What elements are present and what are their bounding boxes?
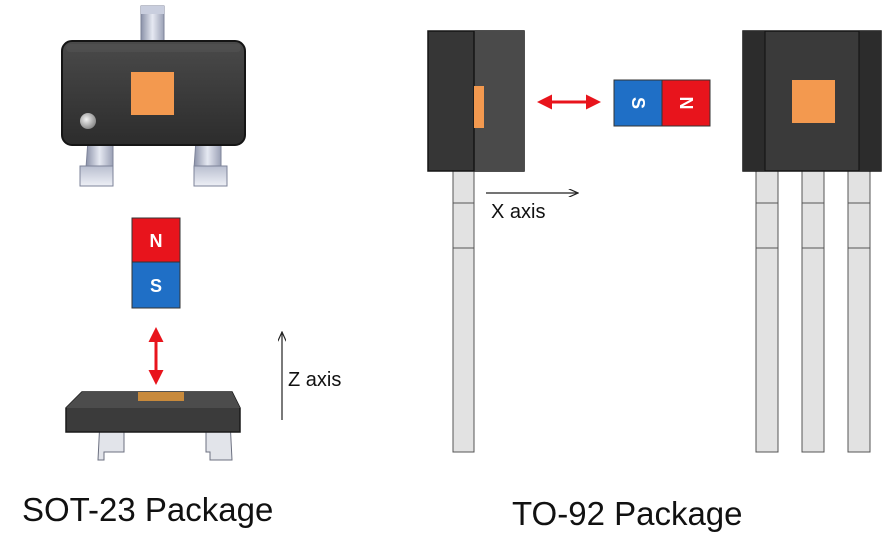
pin1-dot bbox=[80, 113, 96, 129]
to92-front-sensor-pad bbox=[792, 80, 835, 123]
north-label-h: N bbox=[676, 97, 696, 110]
z-axis-label: Z axis bbox=[288, 369, 342, 391]
to92-front-lead-3 bbox=[847, 167, 871, 453]
sot23-magnet: N S bbox=[131, 217, 181, 309]
to92-side-view bbox=[427, 30, 525, 453]
sot23-sensor-pad bbox=[131, 72, 174, 115]
to92-caption: TO-92 Package bbox=[512, 495, 743, 532]
to92-front-view bbox=[742, 30, 882, 453]
sot23-side-view bbox=[65, 391, 241, 461]
sot23-side-sensor-pad bbox=[138, 392, 184, 401]
to92-front-lead-2 bbox=[801, 167, 825, 453]
magnet-north-pole bbox=[131, 217, 181, 263]
to92-front-lead-1 bbox=[755, 167, 779, 453]
sot23-top-view bbox=[61, 5, 246, 187]
magnet-south-pole bbox=[131, 261, 181, 309]
magnet-north-pole-h bbox=[661, 79, 711, 127]
to92-side-lead bbox=[452, 167, 475, 453]
to92-side-sensor-pad bbox=[474, 86, 484, 128]
north-label: N bbox=[150, 231, 163, 251]
south-label-h: S bbox=[628, 97, 648, 109]
x-axis-label: X axis bbox=[491, 201, 546, 223]
sot23-caption: SOT-23 Package bbox=[22, 491, 274, 528]
to92-magnet: S N bbox=[613, 79, 711, 127]
sot23-top-lead bbox=[140, 5, 165, 43]
south-label: S bbox=[150, 276, 162, 296]
sot23-left-lead bbox=[79, 139, 114, 187]
sot23-right-lead bbox=[193, 139, 228, 187]
